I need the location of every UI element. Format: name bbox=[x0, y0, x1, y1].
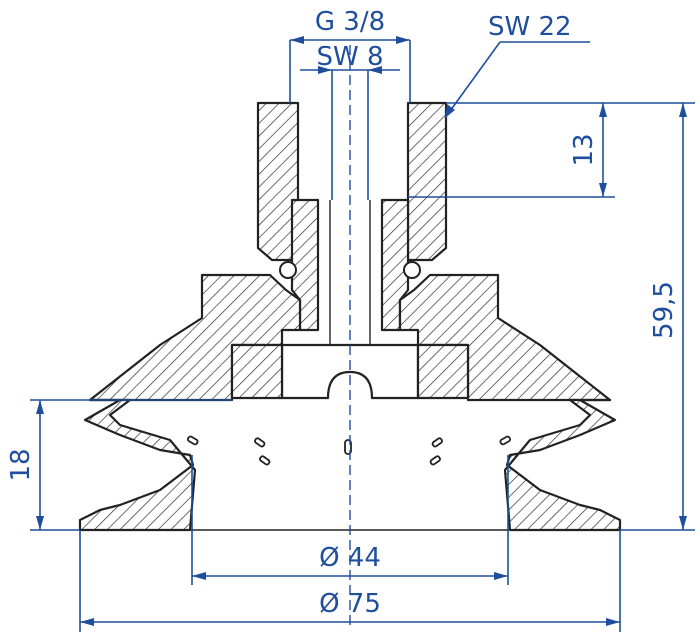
diameter-outer-label: Ø 75 bbox=[319, 589, 381, 619]
dim-height-total: 59,5 bbox=[615, 102, 695, 531]
fitting-wall-left bbox=[256, 101, 300, 262]
vent-slots bbox=[187, 435, 511, 466]
height-top-label: 13 bbox=[569, 133, 599, 166]
dim-wrench-inner: SW 8 bbox=[300, 42, 400, 200]
o-ring-left bbox=[279, 261, 297, 279]
bellow-right bbox=[503, 398, 622, 532]
vent-slot bbox=[187, 435, 199, 446]
height-total-label: 59,5 bbox=[649, 281, 679, 339]
diameter-inner-label: Ø 44 bbox=[319, 543, 381, 573]
plug-body bbox=[280, 343, 420, 400]
dim-wrench-outer: SW 22 bbox=[444, 12, 590, 119]
dim-height-bellow: 18 bbox=[6, 399, 232, 531]
dim-thread: G 3/8 bbox=[289, 7, 411, 103]
dim-diameter-outer: Ø 75 bbox=[79, 530, 621, 632]
vent-slot bbox=[431, 437, 443, 448]
vent-slot bbox=[259, 455, 271, 466]
plug-hatch-right bbox=[416, 343, 470, 400]
part-section bbox=[78, 101, 622, 532]
vent-slot bbox=[499, 435, 511, 446]
o-ring-right bbox=[403, 261, 421, 279]
vent-slot bbox=[429, 455, 441, 466]
height-bellow-label: 18 bbox=[6, 448, 36, 481]
dim-height-top: 13 bbox=[408, 102, 615, 198]
fitting-wall-right bbox=[406, 101, 448, 262]
dim-diameter-inner: Ø 44 bbox=[191, 455, 509, 585]
wrench-inner-label: SW 8 bbox=[316, 42, 383, 72]
vent-slot bbox=[254, 437, 266, 448]
wrench-outer-label: SW 22 bbox=[488, 12, 572, 42]
bellow-left bbox=[78, 398, 197, 532]
thread-label: G 3/8 bbox=[315, 7, 385, 37]
plug-hatch bbox=[230, 343, 284, 400]
